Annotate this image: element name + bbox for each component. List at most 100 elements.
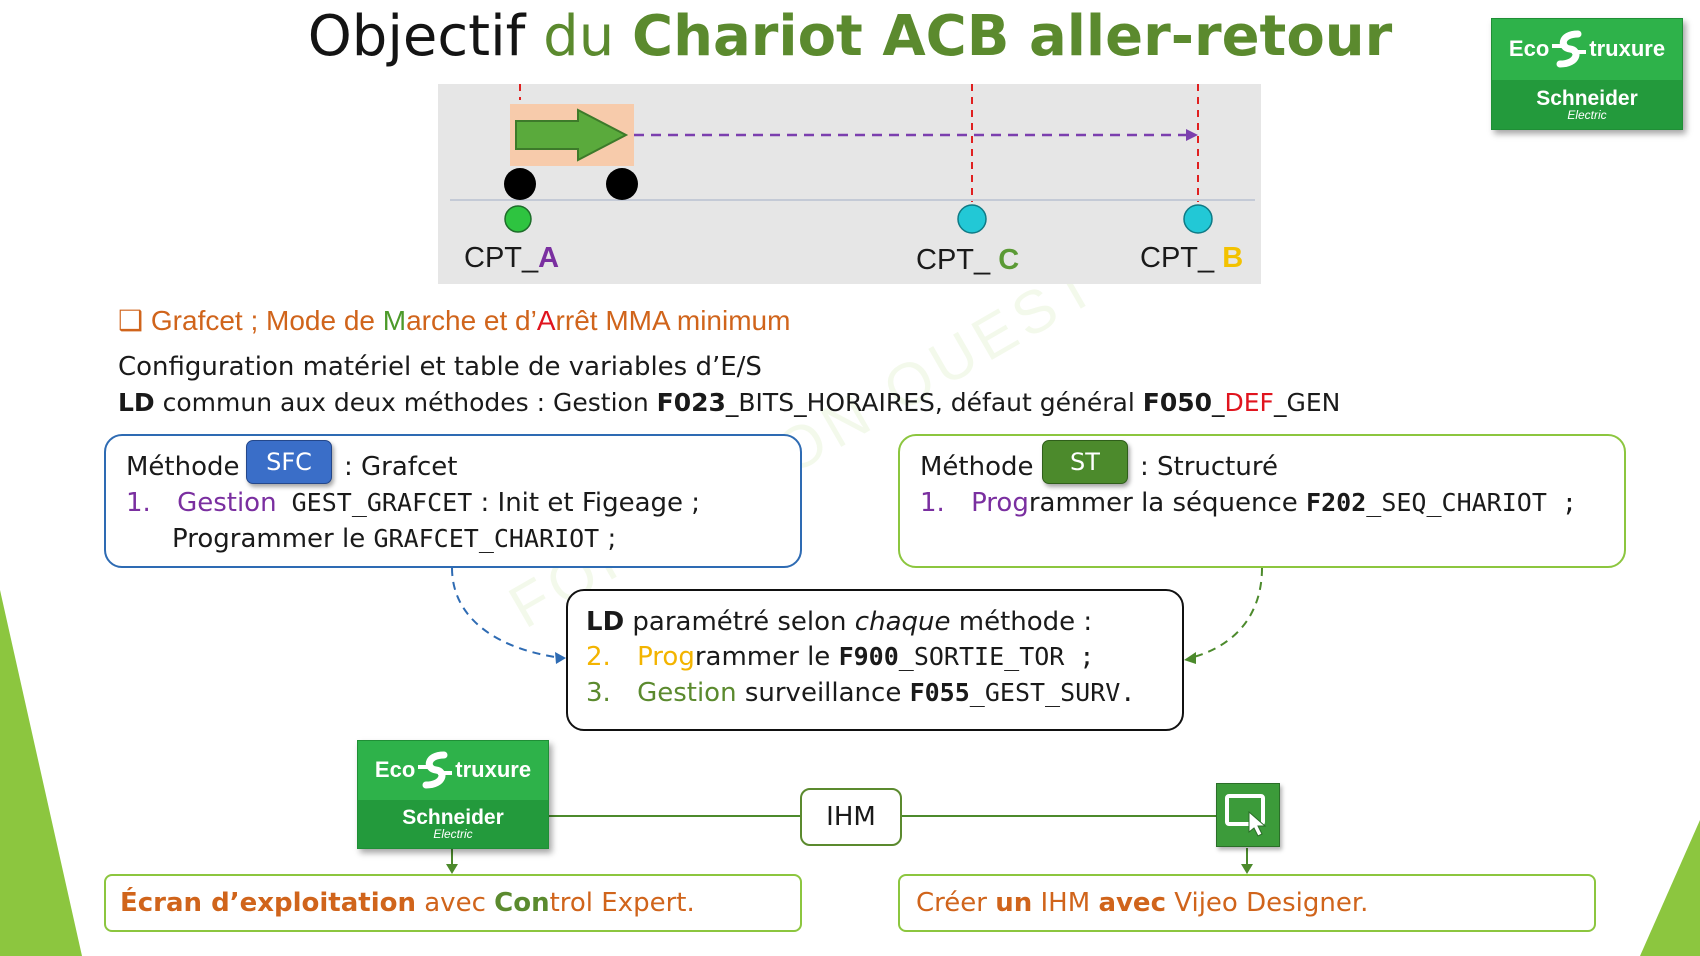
ld-param-item-3-gestion: Gestion [637, 678, 737, 708]
sfc-methode-label: Méthode [126, 452, 240, 482]
st-to-ld-arrow [1189, 567, 1263, 659]
sfc-item-1-line2-end: ; [599, 524, 617, 554]
sfc-item-1: 1. Gestion GEST_GRAFCET : Init et Figeag… [126, 488, 700, 518]
bottom-logo-s-icon [418, 751, 453, 789]
heading-bullet-icon: ❑ [118, 305, 144, 336]
sensor-c-prefix: CPT_ [916, 244, 999, 276]
ld-common-f050: F050 [1142, 388, 1213, 417]
ld-param-item-3-f055: F055 [909, 678, 970, 707]
control-expert-logo[interactable]: Eco truxure Schneider Electric [357, 740, 549, 849]
heading-part3: rrêt MMA minimum [555, 305, 791, 336]
ihm-label: IHM [826, 802, 876, 832]
ld-common-text2: _BITS_HORAIRES, défaut général [725, 388, 1143, 417]
ld-param-item-3-text: surveillance [736, 678, 910, 708]
sensor-c-letter: C [998, 244, 1020, 276]
left-decor-triangle [0, 590, 82, 956]
title-part1: Objectif [307, 4, 544, 69]
page-title: Objectif du Chariot ACB aller-retour [0, 4, 1700, 69]
ld-param-line: LD paramétré selon chaque méthode : [586, 607, 1092, 637]
ld-param-ld: LD [586, 607, 625, 637]
ld-param-item-2-f900: F900 [838, 642, 899, 671]
control-expert-con: Con [494, 888, 550, 918]
sensor-a-prefix: CPT_ [464, 242, 539, 274]
sfc-item-1-code: GEST_GRAFCET [276, 488, 473, 517]
ld-param-item-3-rest: _GEST_SURV. [969, 678, 1136, 707]
st-method-box: Méthode ST : Structuré 1. Programmer la … [898, 434, 1626, 568]
bottom-logo-brand: Schneider [402, 806, 504, 830]
vijeo-creer: Créer [916, 888, 996, 918]
ld-common-text1: commun aux deux méthodes : Gestion [154, 388, 657, 417]
ld-common-def: DEF [1224, 388, 1274, 417]
ld-common-f023: F023 [656, 388, 726, 417]
ihm-label-box: IHM [800, 788, 902, 846]
sensor-a-letter: A [538, 242, 560, 274]
ld-param-item-2-prog: Prog [637, 642, 695, 672]
sensor-c-label: CPT_ C [916, 244, 1019, 277]
sfc-tag: SFC [246, 440, 332, 484]
control-expert-expert: Expert. [593, 888, 695, 918]
st-item-1-prog: Prog [971, 488, 1029, 518]
heading-a: A [536, 305, 556, 336]
right-decor-triangle [1640, 820, 1700, 956]
control-expert-line: Écran d’exploitation avec Control Expert… [120, 888, 695, 918]
title-part2: du [543, 4, 633, 69]
bottom-logo-eco: Eco [374, 757, 416, 783]
config-line: Configuration matériel et table de varia… [118, 352, 762, 382]
logo-brand: Schneider [1536, 86, 1638, 110]
trolley-diagram-svg [450, 84, 1255, 234]
ld-param-chaque: chaque [854, 607, 951, 637]
ld-param-box: LD paramétré selon chaque méthode : 2. P… [566, 589, 1184, 731]
sensor-b-dot [1183, 204, 1213, 234]
vijeo-designer-box: Créer un IHM avec Vijeo Designer. [898, 874, 1596, 932]
sensor-c-dot [957, 204, 987, 234]
ld-param-item-2: 2. Programmer le F900_SORTIE_TOR ; [586, 642, 1094, 672]
logo-truxure: truxure [1589, 36, 1666, 62]
trolley-wheel-right [606, 168, 638, 200]
vijeo-avec: avec [1098, 888, 1166, 918]
heading-part2: arche et d’ [406, 305, 537, 336]
sfc-item-1-line2: Programmer le GRAFCET_CHARIOT ; [172, 524, 616, 554]
control-expert-box: Écran d’exploitation avec Control Expert… [104, 874, 802, 932]
bottom-logo-sub: Electric [433, 827, 473, 842]
st-item-1-text2: _SEQ_CHARIOT ; [1366, 488, 1577, 517]
vijeo-designer-icon[interactable] [1216, 783, 1280, 847]
sensor-a-label: CPT_A [464, 242, 559, 275]
sfc-item-1-line2-code: GRAFCET_CHARIOT [373, 524, 600, 553]
sensor-b-prefix: CPT_ [1140, 242, 1223, 274]
sfc-item-1-line2-text: Programmer le [172, 524, 374, 554]
st-item-1-text1: rammer la séquence [1028, 488, 1307, 518]
ld-common-line: LD commun aux deux méthodes : Gestion F0… [118, 388, 1340, 417]
vijeo-ihm: IHM [1032, 888, 1099, 918]
trolley-diagram: CPT_A CPT_ C CPT_ B [438, 84, 1261, 284]
sfc-item-1-rest: : Init et Figeage ; [472, 488, 701, 518]
sfc-item-1-num: 1. [126, 488, 151, 518]
ld-common-ld: LD [118, 388, 155, 417]
sfc-to-ld-arrow [451, 567, 563, 659]
sfc-desc: : Grafcet [344, 452, 458, 482]
ld-param-text1: paramétré selon [624, 607, 855, 637]
st-item-1-num: 1. [920, 488, 945, 518]
ld-param-item-2-rest: _SORTIE_TOR ; [898, 642, 1095, 671]
heading-m: M [382, 305, 407, 336]
ld-param-item-2-num: 2. [586, 642, 611, 672]
ecostruxure-logo: Eco truxure Schneider Electric [1491, 18, 1683, 130]
sfc-method-box: Méthode SFC : Grafcet 1. Gestion GEST_GR… [104, 434, 802, 568]
st-item-1: 1. Programmer la séquence F202_SEQ_CHARI… [920, 488, 1577, 518]
section-heading: ❑ Grafcet ; Mode de Marche et d’Arrêt MM… [118, 304, 790, 337]
title-part3: Chariot ACB aller-retour [632, 4, 1393, 69]
sfc-method-line: Méthode [126, 452, 240, 482]
sfc-item-1-gestion: Gestion [177, 488, 277, 518]
sensor-b-label: CPT_ B [1140, 242, 1243, 275]
vijeo-designer-line: Créer un IHM avec Vijeo Designer. [916, 888, 1368, 918]
trolley-arrow-icon [515, 108, 629, 162]
bottom-logo-truxure: truxure [455, 757, 532, 783]
vijeo-name: Vijeo Designer. [1165, 888, 1369, 918]
control-expert-avec: avec [415, 888, 495, 918]
ld-common-text3: _GEN [1273, 388, 1341, 417]
ld-param-item-2-text: rammer le [694, 642, 839, 672]
vijeo-un: un [995, 888, 1033, 918]
st-tag: ST [1042, 440, 1128, 484]
logo-sub: Electric [1567, 107, 1607, 122]
control-expert-ecran: Écran d’exploitation [120, 888, 416, 918]
sensor-a-dot [504, 205, 532, 233]
